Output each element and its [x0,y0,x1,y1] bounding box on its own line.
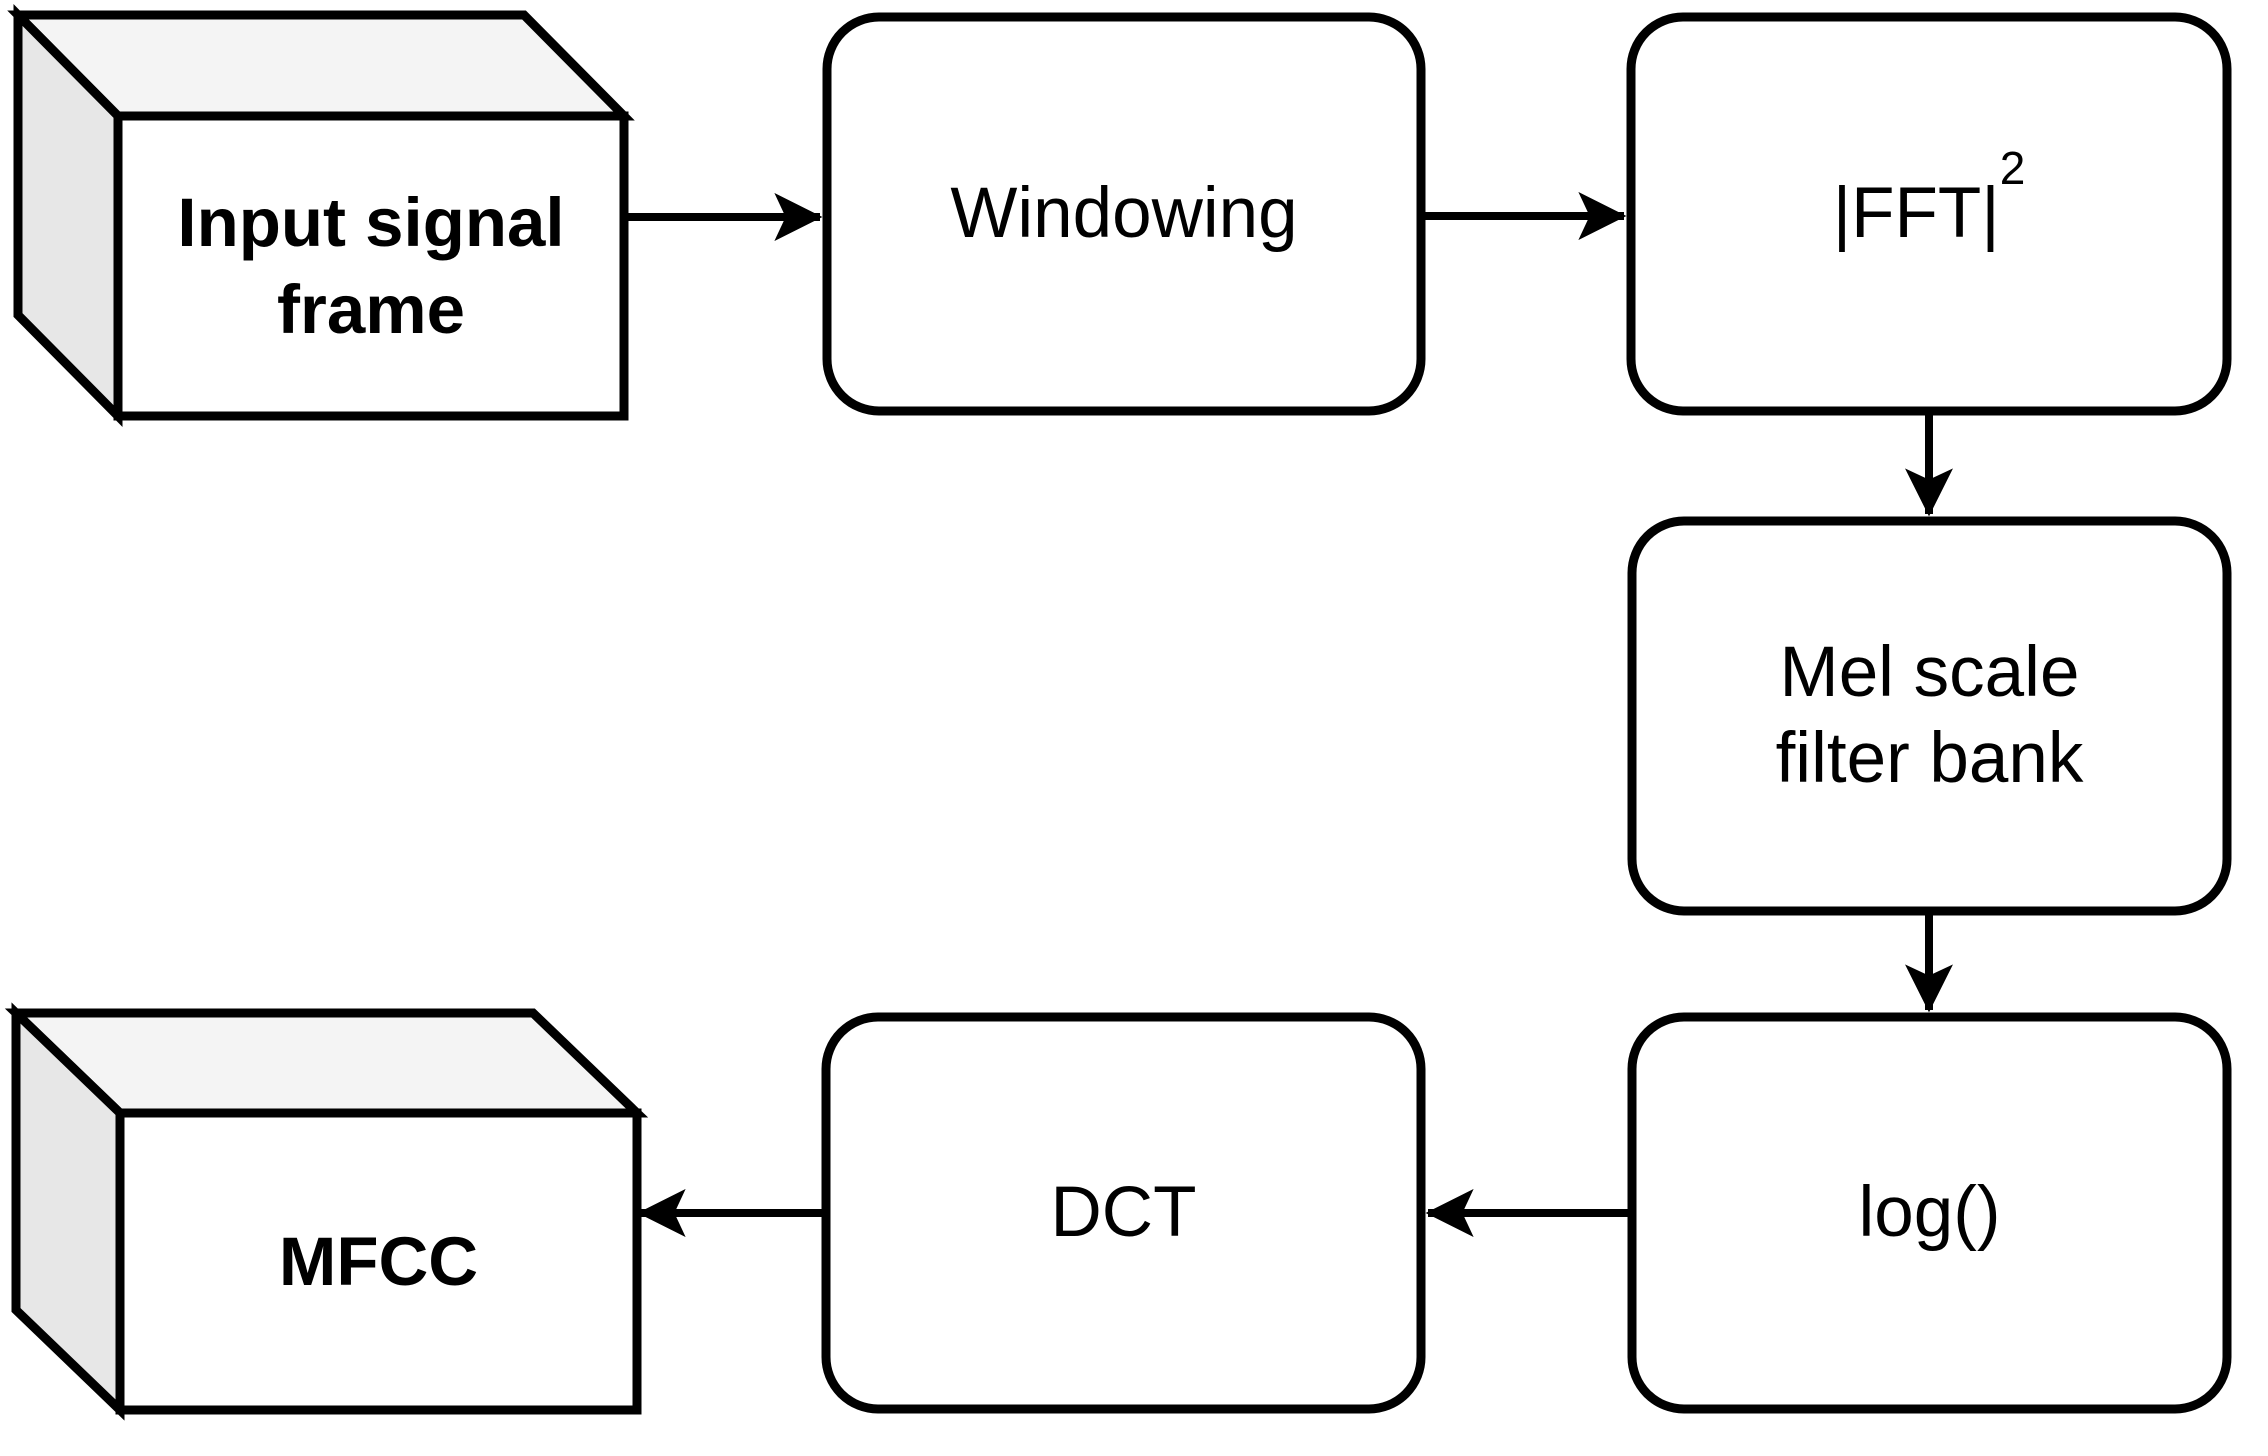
fft-node [1626,12,2232,416]
input-node [7,4,635,427]
mfcc-box-front-face [115,1108,642,1415]
mel-filter-bank-node [1627,516,2232,916]
input-box-front-face [113,111,629,421]
log-node [1627,1012,2232,1414]
dct-node [821,1012,1426,1414]
windowing-node [822,12,1426,416]
mfcc-node [4,1002,649,1421]
